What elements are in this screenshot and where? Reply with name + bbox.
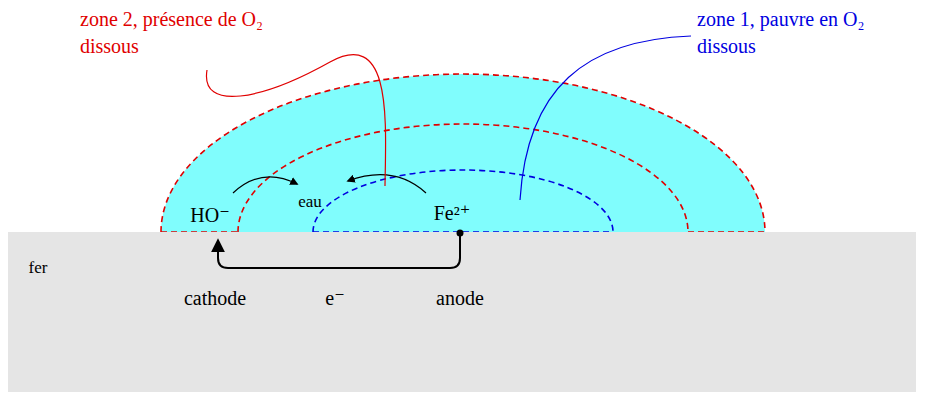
node-text: e⁻ xyxy=(325,287,344,310)
zone1-leader xyxy=(520,36,691,200)
node-text: Fe²⁺ xyxy=(434,202,471,225)
node-text: cathode xyxy=(184,287,246,310)
electron-path xyxy=(218,234,460,268)
zone-label: zone 1, pauvre en O₂ dissous xyxy=(697,6,912,60)
zone2-inner-boundary xyxy=(238,124,688,232)
iron-ion-arrow xyxy=(348,175,426,193)
zone2-leader xyxy=(206,55,385,186)
zone1-boundary xyxy=(313,170,613,232)
hydroxide-arrow xyxy=(233,177,297,193)
node-text: anode xyxy=(436,287,484,310)
water-drop: HO⁻ eauFe²⁺ xyxy=(160,74,766,232)
zone2-outer-boundary xyxy=(161,74,765,232)
drop-fill xyxy=(161,74,765,232)
anode-dot xyxy=(457,230,464,237)
iron-block: fer cathode e⁻ anode xyxy=(8,232,916,392)
node-text: fer xyxy=(29,258,48,278)
node-text: HO⁻ xyxy=(190,204,229,227)
zone-label: zone 2, présence de O₂ dissous xyxy=(80,6,310,60)
node-text: eau xyxy=(298,192,322,212)
